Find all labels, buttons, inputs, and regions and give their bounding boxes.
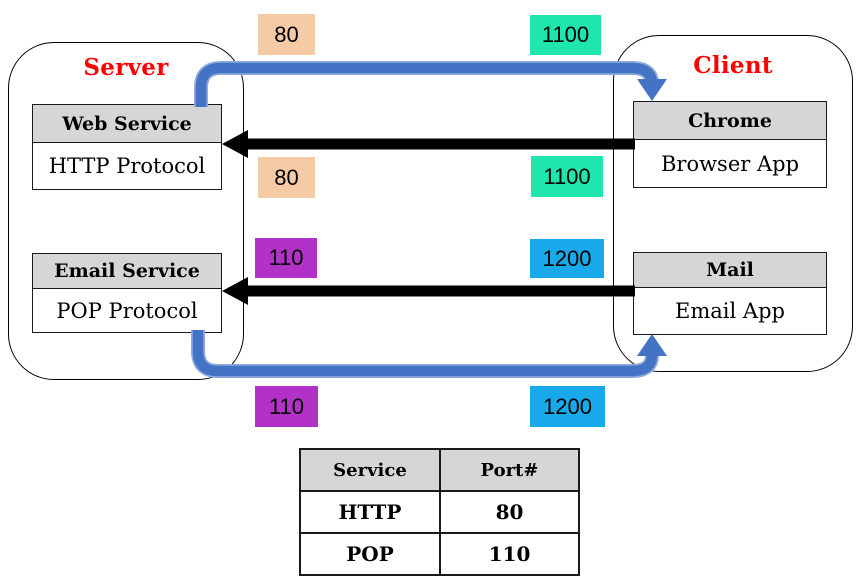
port-chip-1100-mid: 1100: [531, 156, 603, 197]
table-cell-port: 80: [438, 490, 581, 534]
server-title: Server: [83, 54, 169, 81]
port-chip-110-mid: 110: [255, 238, 317, 278]
black-arrow-mail-to-email-service: [222, 277, 635, 305]
blue-arrow-pop-to-email-app: [191, 330, 667, 378]
port-chip-1200-mid: 1200: [530, 239, 604, 278]
port-chip-80-mid: 80: [258, 157, 315, 198]
email-app-box: Email App: [633, 288, 827, 335]
table-header-row: Service Port#: [299, 448, 581, 492]
table-cell-port: 110: [438, 532, 581, 576]
email-service-header: Email Service: [32, 253, 222, 289]
pop-protocol-box: POP Protocol: [32, 289, 222, 333]
web-service-header: Web Service: [32, 104, 222, 143]
black-arrow-chrome-to-web-service: [222, 130, 635, 158]
server-container: [8, 42, 244, 380]
table-row-http: HTTP 80: [299, 490, 581, 534]
table-cell-service: HTTP: [299, 490, 441, 534]
table-header-port: Port#: [438, 448, 581, 492]
port-chip-1100-top: 1100: [530, 15, 601, 55]
client-title: Client: [693, 52, 773, 79]
service-port-table: Service Port# HTTP 80 POP 110: [299, 448, 581, 576]
table-row-pop: POP 110: [299, 532, 581, 576]
table-header-service: Service: [299, 448, 441, 492]
port-chip-80-top: 80: [258, 14, 315, 55]
http-protocol-box: HTTP Protocol: [32, 143, 222, 190]
table-cell-service: POP: [299, 532, 441, 576]
port-chip-1200-bottom: 1200: [530, 386, 605, 427]
blue-arrow-web-service-to-chrome: [194, 61, 667, 107]
browser-app-box: Browser App: [633, 140, 827, 188]
chrome-header: Chrome: [633, 101, 827, 140]
client-container: [613, 35, 853, 372]
port-chip-110-bottom: 110: [255, 386, 318, 427]
mail-header: Mail: [633, 252, 827, 288]
